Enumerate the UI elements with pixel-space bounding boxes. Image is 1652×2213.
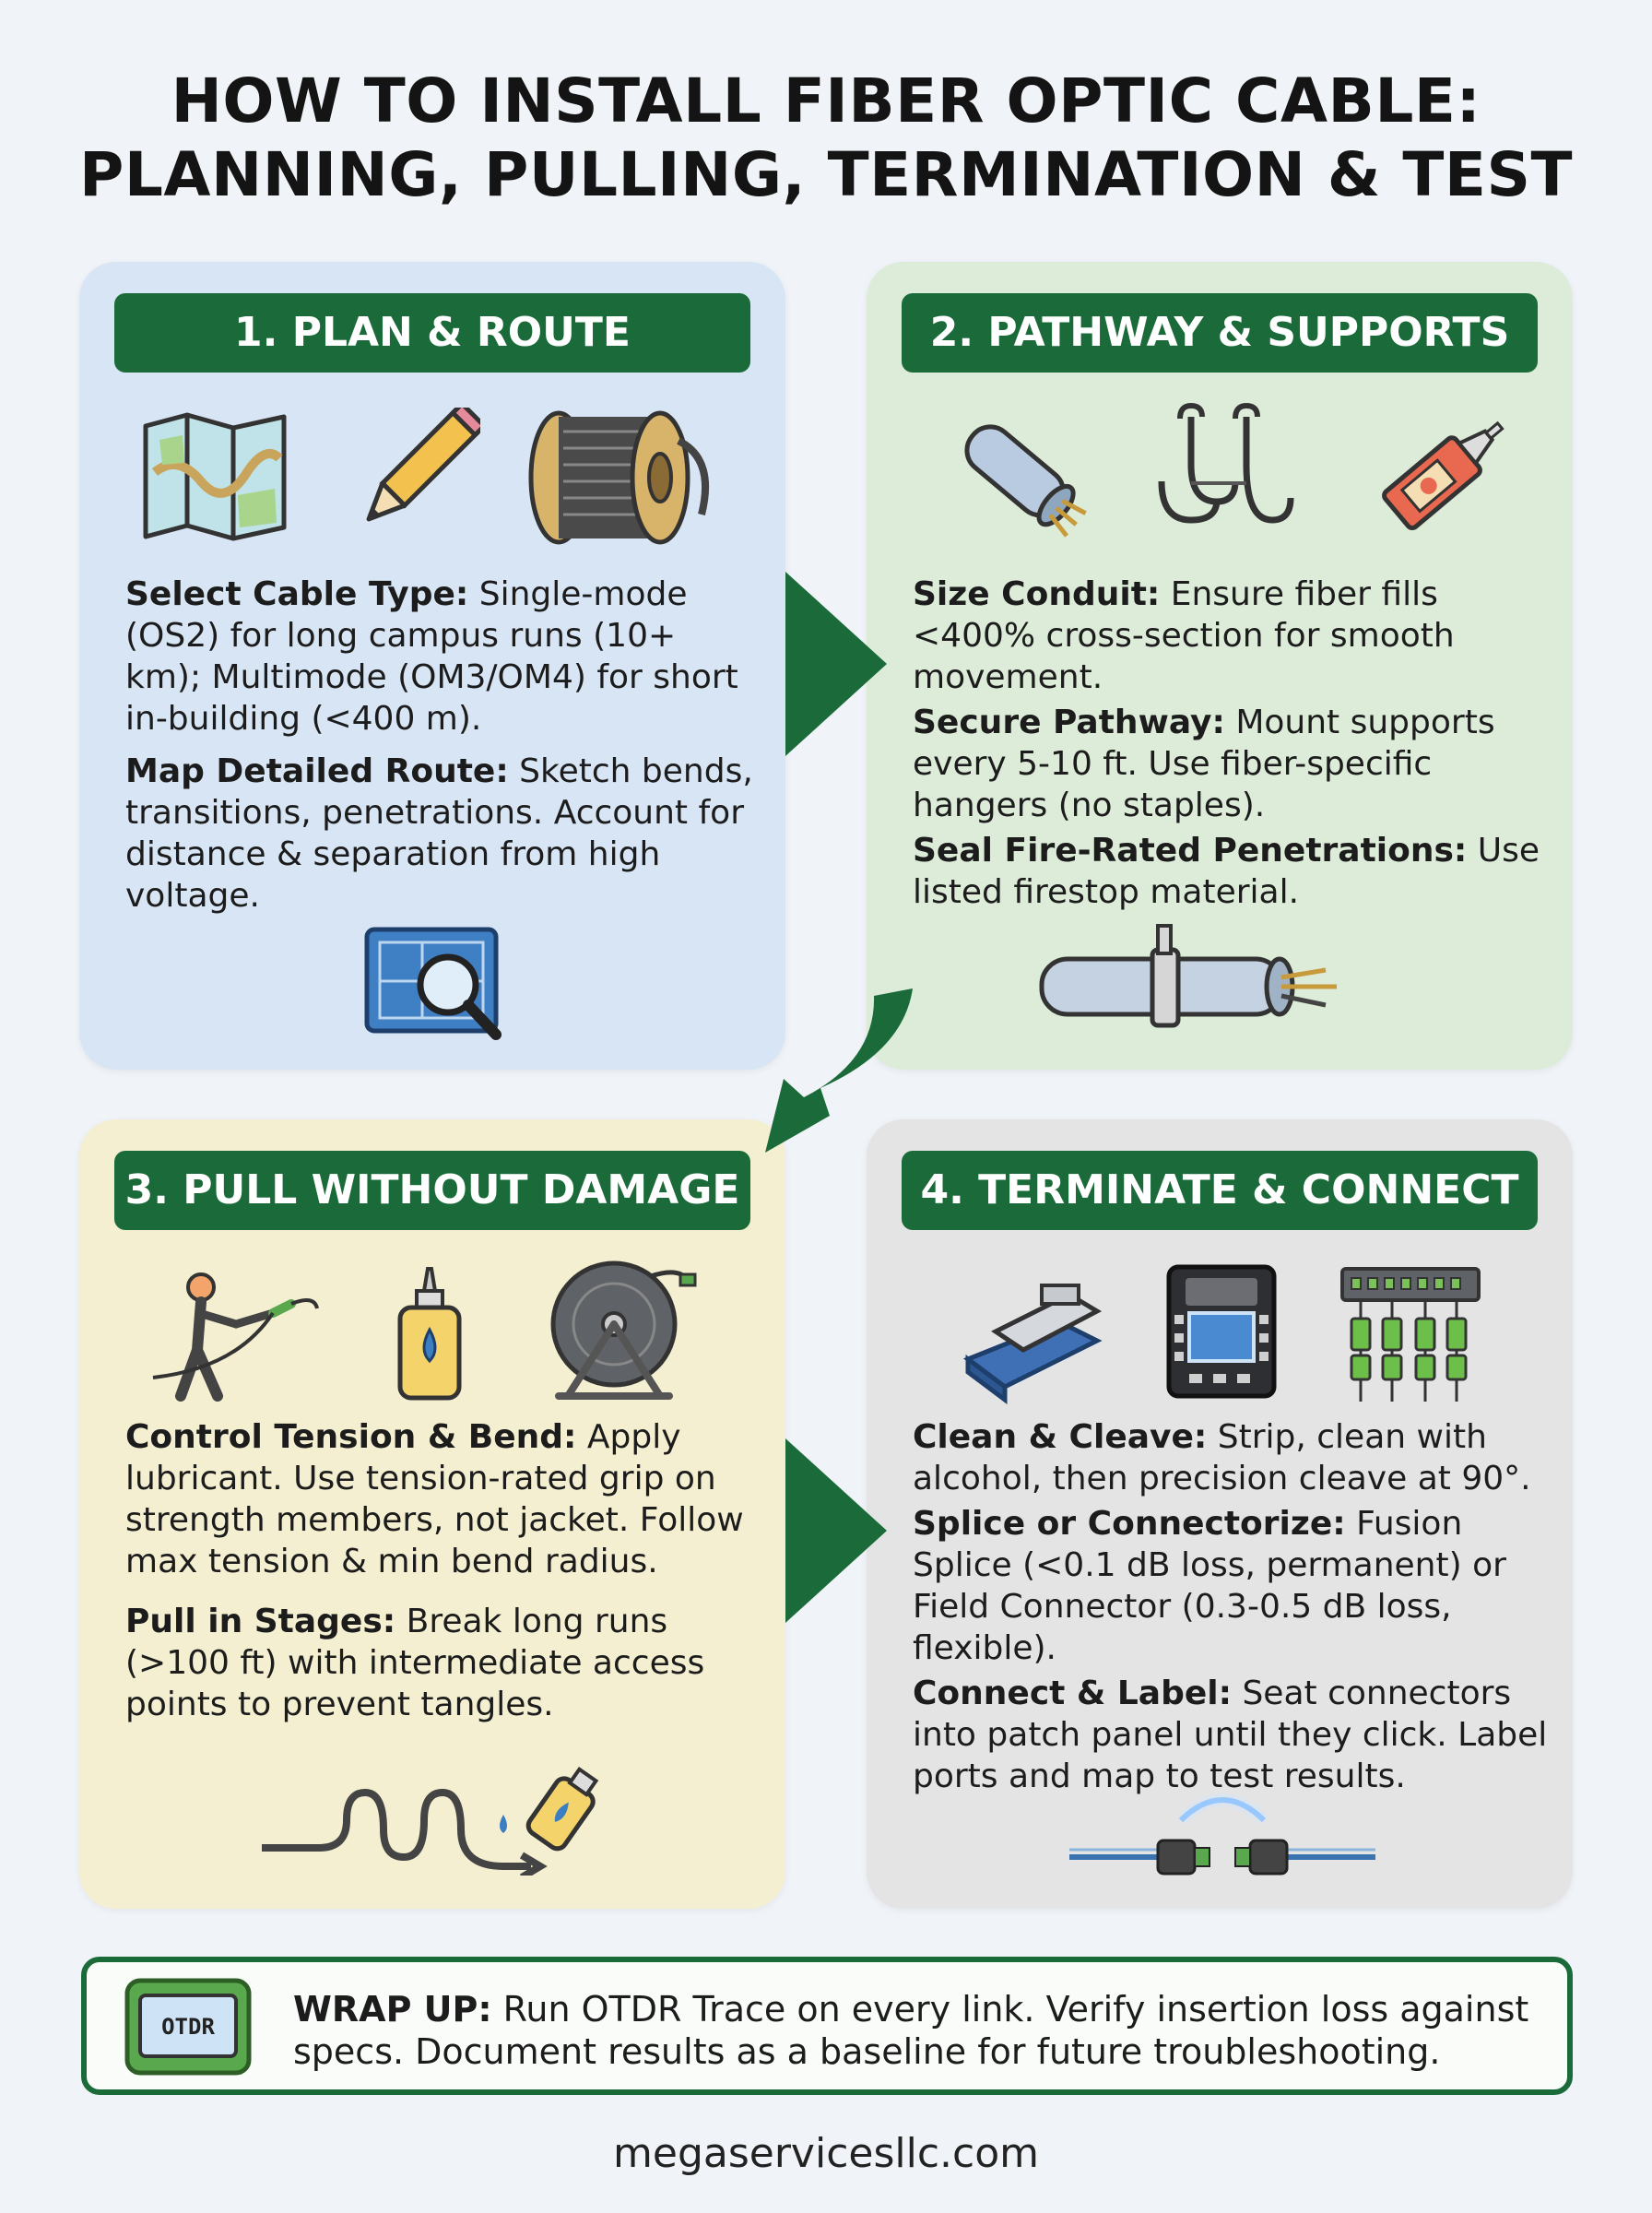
step-icons	[116, 400, 752, 557]
fusion-splicer-icon	[1166, 1264, 1277, 1399]
item-label: Map Detailed Route:	[125, 752, 509, 790]
item-text: Sketch bends, transitions, penetrations.…	[125, 752, 753, 915]
conduit-clamp-icon	[1039, 924, 1337, 1028]
item-text: Strip, clean with alcohol, then precisio…	[913, 1418, 1531, 1497]
step-panel-pathway-supports: 2. PATHWAY & SUPPORTS	[867, 262, 1573, 1070]
arrow-right-icon	[785, 572, 887, 756]
wrap-up-text: WRAP UP: Run OTDR Trace on every link. V…	[293, 1988, 1547, 2073]
otdr-device-label: OTDR	[161, 2014, 215, 2040]
arrow-right-icon	[785, 1438, 887, 1623]
item-text: Apply lubricant. Use tension-rated grip …	[125, 1418, 744, 1580]
footer-website: megaservicesllc.com	[613, 2130, 1039, 2177]
item-label: Select Cable Type:	[125, 575, 469, 613]
step-text: Select Cable Type: Single-mode (OS2) for…	[125, 574, 761, 928]
firestop-tube-icon	[1382, 420, 1504, 530]
item-label: Secure Pathway:	[913, 704, 1225, 741]
item-text: Fusion Splice (<0.1 dB loss, permanent) …	[913, 1505, 1506, 1667]
step-text: Size Conduit: Ensure fiber fills <400% c…	[913, 574, 1549, 924]
step-header: 2. PATHWAY & SUPPORTS	[902, 293, 1538, 373]
item-text: Break long runs (>100 ft) with intermedi…	[125, 1603, 705, 1723]
step-text: Control Tension & Bend: Apply lubricant.…	[125, 1416, 761, 1736]
cable-lubricant-icon	[262, 1766, 599, 1876]
item-text: Use listed firestop material.	[913, 832, 1540, 911]
conduit-icon	[964, 424, 1087, 538]
item-label: Seal Fire-Rated Penetrations:	[913, 832, 1468, 870]
item-label: Clean & Cleave:	[913, 1418, 1208, 1456]
otdr-icon: OTDR	[124, 1978, 252, 2076]
step-item: Map Detailed Route: Sketch bends, transi…	[125, 751, 761, 917]
pencil-icon	[366, 408, 480, 522]
step-header: 4. TERMINATE & CONNECT	[902, 1151, 1538, 1230]
step-item: Select Cable Type: Single-mode (OS2) for…	[125, 574, 761, 740]
page-title: HOW TO INSTALL FIBER OPTIC CABLE: PLANNI…	[0, 65, 1652, 212]
step-icons	[116, 1258, 752, 1414]
worker-pulling-icon	[152, 1272, 319, 1402]
step-item: Secure Pathway: Mount supports every 5-1…	[913, 702, 1549, 826]
step-icons	[903, 1258, 1540, 1414]
step-panel-terminate-connect: 4. TERMINATE & CONNECT	[867, 1119, 1573, 1909]
wrap-up-box: OTDR WRAP UP: Run OTDR Trace on every li…	[81, 1957, 1573, 2095]
step-panel-plan-route: 1. PLAN & ROUTE	[79, 262, 785, 1070]
title-line-2: PLANNING, PULLING, TERMINATION & TEST	[78, 139, 1574, 210]
item-label: Pull in Stages:	[125, 1603, 396, 1640]
step-item: Size Conduit: Ensure fiber fills <400% c…	[913, 574, 1549, 698]
connector-link-icon	[1069, 1793, 1375, 1876]
item-label: Splice or Connectorize:	[913, 1505, 1346, 1543]
item-text: Mount supports every 5-10 ft. Use fiber-…	[913, 704, 1495, 824]
item-text: Seat connectors into patch panel until t…	[913, 1675, 1548, 1795]
j-hooks-icon	[1158, 402, 1294, 524]
step-icons	[903, 400, 1540, 557]
step-item: Control Tension & Bend: Apply lubricant.…	[125, 1416, 761, 1582]
step-item: Pull in Stages: Break long runs (>100 ft…	[125, 1601, 761, 1725]
cable-reel-icon	[550, 1260, 697, 1400]
wrap-up-label: WRAP UP:	[293, 1989, 492, 2030]
cleaver-icon	[962, 1284, 1103, 1404]
map-icon	[143, 412, 287, 541]
wrap-up-body: Run OTDR Trace on every link. Verify ins…	[293, 1989, 1529, 2072]
item-label: Control Tension & Bend:	[125, 1418, 577, 1456]
item-text: Single-mode (OS2) for long campus runs (…	[125, 575, 738, 738]
step-header: 1. PLAN & ROUTE	[114, 293, 750, 373]
step-item: Clean & Cleave: Strip, clean with alcoho…	[913, 1416, 1549, 1499]
step-item: Connect & Label: Seat connectors into pa…	[913, 1673, 1549, 1797]
step-text: Clean & Cleave: Strip, clean with alcoho…	[913, 1416, 1549, 1808]
item-label: Size Conduit:	[913, 575, 1161, 613]
step-header: 3. PULL WITHOUT DAMAGE	[114, 1151, 750, 1230]
step-item: Splice or Connectorize: Fusion Splice (<…	[913, 1503, 1549, 1669]
blueprint-magnifier-icon	[364, 927, 502, 1040]
arrow-down-left-icon	[765, 988, 913, 1153]
step-item: Seal Fire-Rated Penetrations: Use listed…	[913, 830, 1549, 913]
item-text: Ensure fiber fills <400% cross-section f…	[913, 575, 1455, 696]
patch-panel-icon	[1340, 1267, 1481, 1402]
step-panel-pull: 3. PULL WITHOUT DAMAGE Control Tension &…	[79, 1119, 785, 1909]
title-line-1: HOW TO INSTALL FIBER OPTIC CABLE:	[171, 65, 1481, 136]
lubricant-bottle-icon	[397, 1267, 462, 1401]
item-label: Connect & Label:	[913, 1675, 1232, 1712]
cable-spool-icon	[528, 410, 710, 545]
